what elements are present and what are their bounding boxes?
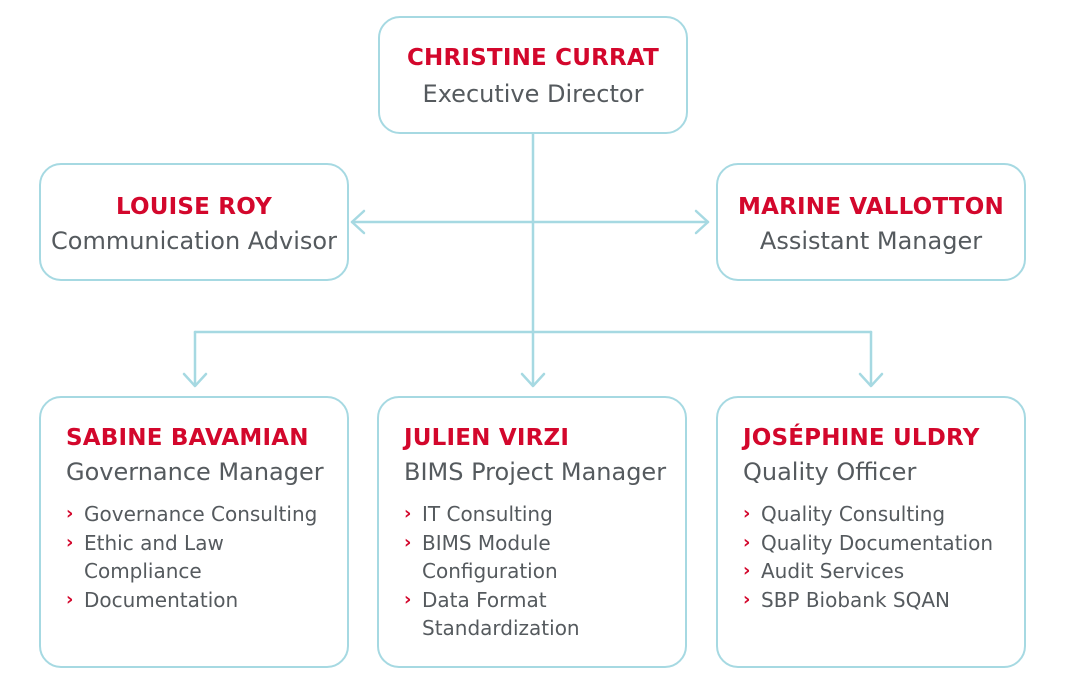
arrow-down-center-icon: [520, 372, 546, 388]
node-assistant-manager: MARINE VALLOTTON Assistant Manager: [716, 163, 1026, 281]
task-text: BIMS Module: [422, 530, 551, 555]
chevron-right-icon: ›: [404, 503, 412, 524]
node-quality-officer: JOSÉPHINE ULDRY Quality Officer › Quality…: [716, 396, 1026, 668]
task-text-continued: Configuration: [422, 559, 558, 583]
chevron-right-icon: ›: [743, 588, 751, 610]
chevron-right-icon: ›: [743, 531, 751, 553]
node-communication-advisor: LOUISE ROY Communication Advisor: [39, 163, 349, 281]
team-2-name: JOSÉPHINE ULDRY: [743, 425, 980, 451]
task-item: › Governance Consulting: [66, 500, 337, 529]
task-item: › Quality Documentation: [743, 529, 1014, 558]
left-name: LOUISE ROY: [115, 194, 272, 220]
team-0-role: Governance Manager: [66, 458, 324, 486]
task-text-continued: Compliance: [84, 559, 202, 583]
task-text: IT Consulting: [422, 502, 553, 526]
director-role: Executive Director: [422, 80, 644, 108]
chevron-right-icon: ›: [404, 588, 412, 610]
chevron-right-icon: ›: [66, 503, 74, 524]
right-name: MARINE VALLOTTON: [738, 194, 1004, 220]
chevron-right-icon: ›: [404, 531, 412, 553]
team-0-name: SABINE BAVAMIAN: [66, 425, 309, 451]
task-list: › Quality Consulting › Quality Documentati…: [743, 500, 1014, 614]
chevron-right-icon: ›: [66, 531, 74, 553]
task-text: Audit Services: [761, 559, 905, 583]
arrow-down-right-icon: [858, 372, 884, 388]
task-text: Quality Documentation: [761, 530, 994, 555]
team-1-role: BIMS Project Manager: [404, 458, 667, 486]
task-item: › IT Consulting: [404, 500, 675, 529]
task-item: › Audit Services: [743, 557, 1014, 586]
arrow-left-icon: [350, 209, 366, 235]
team-1-name: JULIEN VIRZI: [404, 425, 570, 451]
task-text: Ethic and Law: [84, 530, 224, 555]
task-text: SBP Biobank SQAN: [761, 587, 950, 612]
arrow-down-left-icon: [182, 372, 208, 388]
chevron-right-icon: ›: [743, 503, 751, 524]
node-executive-director: CHRISTINE CURRAT Executive Director: [378, 16, 688, 134]
task-item: › Quality Consulting: [743, 500, 1014, 529]
chevron-right-icon: ›: [743, 560, 751, 581]
task-text: Documentation: [84, 587, 239, 612]
arrow-right-icon: [694, 209, 710, 235]
node-bims-project-manager: JULIEN VIRZI BIMS Project Manager › IT Co…: [377, 396, 687, 668]
task-text: Data Format: [422, 587, 547, 612]
right-role: Assistant Manager: [759, 227, 983, 255]
task-text: Governance Consulting: [84, 502, 318, 526]
task-item: › SBP Biobank SQAN: [743, 586, 1014, 615]
node-governance-manager: SABINE BAVAMIAN Governance Manager › Gove…: [39, 396, 349, 668]
chevron-right-icon: ›: [66, 588, 74, 610]
task-text: Quality Consulting: [761, 502, 946, 526]
team-2-role: Quality Officer: [743, 458, 917, 486]
left-role: Communication Advisor: [51, 227, 337, 255]
task-text-continued: Standardization: [422, 616, 580, 640]
task-item: › Documentation: [66, 586, 337, 615]
director-name: CHRISTINE CURRAT: [406, 45, 660, 71]
